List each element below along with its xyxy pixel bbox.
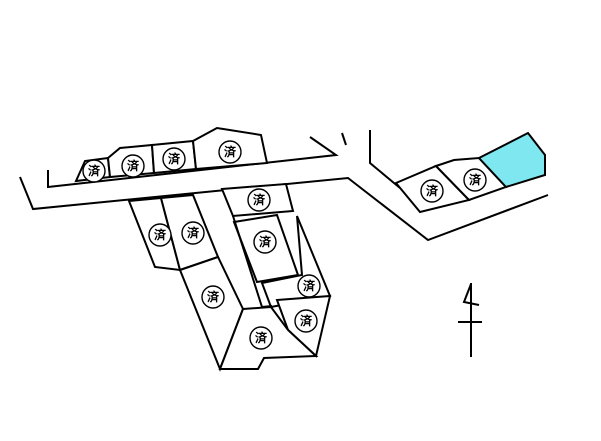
sold-badge-label: 済	[303, 278, 316, 293]
sold-badge-label: 済	[300, 313, 313, 328]
sold-badge: 済	[121, 154, 145, 178]
sold-badge: 済	[294, 309, 318, 333]
sold-badge-label: 済	[187, 225, 200, 240]
sold-badge-circle	[201, 285, 225, 309]
sold-badge-label: 済	[224, 144, 237, 159]
sold-badge-circle	[148, 223, 172, 247]
sold-badge-circle	[121, 154, 145, 178]
sold-badge-label: 済	[259, 234, 272, 249]
sold-badge-circle	[247, 188, 271, 212]
road-right-north-edge	[369, 130, 401, 189]
north-arrow-icon	[458, 283, 482, 357]
sold-badges: 済 済 済 済 済 済 済 済	[82, 140, 487, 350]
sold-badge: 済	[249, 326, 273, 350]
lot-15[interactable]	[477, 131, 546, 189]
sold-badge: 済	[82, 159, 106, 183]
sold-badge-circle	[297, 274, 321, 298]
lot-boundaries	[232, 215, 273, 309]
sold-badge-label: 済	[469, 172, 482, 187]
sold-badge-label: 済	[253, 192, 266, 207]
sold-badge-label: 済	[426, 183, 439, 198]
sold-badge-circle	[463, 168, 487, 192]
sold-badge-circle	[162, 147, 186, 171]
sold-badge: 済	[218, 140, 242, 164]
sold-badge: 済	[463, 168, 487, 192]
sold-badge: 済	[247, 188, 271, 212]
roads	[19, 130, 549, 242]
sold-badge-circle	[420, 179, 444, 203]
sold-badge-circle	[253, 230, 277, 254]
lots	[74, 126, 546, 372]
sold-badge-label: 済	[154, 227, 167, 242]
sold-badge: 済	[253, 230, 277, 254]
sold-badge-circle	[181, 221, 205, 245]
sold-badge: 済	[181, 221, 205, 245]
sold-badge-label: 済	[255, 330, 268, 345]
sold-badge: 済	[162, 147, 186, 171]
sold-badge: 済	[297, 274, 321, 298]
sold-badge: 済	[420, 179, 444, 203]
road-main-north-edge	[47, 136, 339, 189]
sold-badge: 済	[201, 285, 225, 309]
road-left-south-edge	[19, 176, 549, 242]
sold-badge-circle	[82, 159, 106, 183]
sold-badge-label: 済	[127, 158, 140, 173]
sold-badge: 済	[148, 223, 172, 247]
boundary-inner-lot-9	[232, 215, 273, 309]
sold-badge-label: 済	[88, 163, 101, 178]
road-tick-mark	[341, 132, 347, 146]
sold-badge-circle	[218, 140, 242, 164]
sold-badge-circle	[294, 309, 318, 333]
sold-badge-label: 済	[168, 151, 181, 166]
sold-badge-label: 済	[207, 289, 220, 304]
sold-badge-circle	[249, 326, 273, 350]
